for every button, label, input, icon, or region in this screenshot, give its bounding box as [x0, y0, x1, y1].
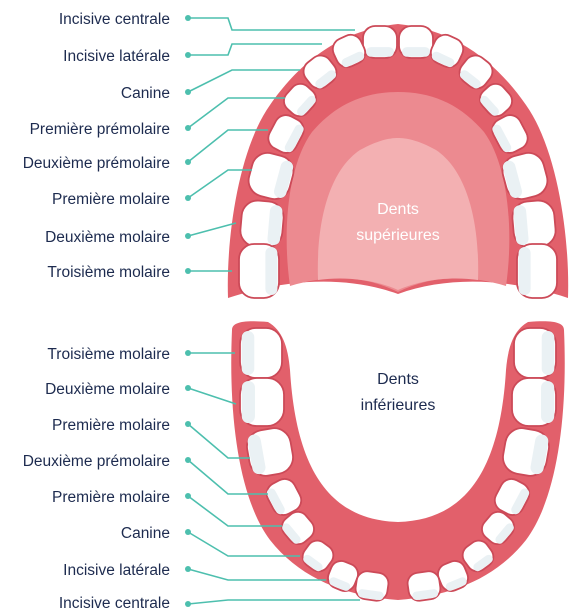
upper-dot-first-premolar — [185, 125, 191, 131]
upper-right-central-incisor-tooth-shade — [402, 47, 430, 57]
lower-label-second-premolar: Deuxième prémolaire — [23, 453, 170, 470]
lower-right-central-incisor-tooth — [514, 328, 556, 378]
lower-label-premolar: Première molaire — [52, 489, 170, 506]
lower-dot-canine — [185, 529, 191, 535]
lower-dot-second-premolar — [185, 457, 191, 463]
lower-leader-second-molar — [188, 388, 236, 404]
lower-left-lateral-incisor-tooth-shade — [242, 381, 255, 423]
upper-right-second-molar-tooth — [511, 199, 557, 248]
lower-dot-first-molar — [185, 421, 191, 427]
upper-left-central-incisor-tooth — [363, 26, 397, 58]
upper-right-third-molar-tooth-shade — [519, 247, 531, 295]
lower-dot-lateral-incisor — [185, 566, 191, 572]
upper-label-first-premolar: Première prémolaire — [30, 121, 170, 138]
lower-right-central-incisor-tooth-shade — [542, 331, 555, 375]
upper-dot-second-premolar — [185, 159, 191, 165]
lower-center-label-line1: Dents — [377, 371, 419, 388]
lower-arch: Dents inférieures — [231, 321, 564, 602]
upper-center-label-line2: supérieures — [356, 227, 440, 244]
lower-label-first-molar: Première molaire — [52, 417, 170, 434]
upper-arch: Dents supérieures — [228, 24, 568, 298]
upper-labels: Incisive centrale Incisive latérale Cani… — [23, 11, 170, 281]
lower-label-lateral-incisor: Incisive latérale — [63, 562, 170, 579]
lower-left-third-molar-tooth — [354, 570, 390, 602]
upper-label-second-premolar: Deuxième prémolaire — [23, 155, 170, 172]
lower-label-central-incisor: Incisive centrale — [59, 595, 170, 612]
upper-dot-lateral-incisor — [185, 52, 191, 58]
lower-left-central-incisor-tooth-shade — [242, 331, 255, 375]
lower-label-third-molar: Troisième molaire — [47, 346, 170, 363]
upper-leader-central-incisor — [188, 18, 355, 30]
upper-dot-canine — [185, 89, 191, 95]
upper-left-second-molar-tooth — [239, 199, 285, 248]
upper-left-third-molar-tooth — [239, 244, 279, 298]
upper-right-third-molar-tooth — [517, 244, 557, 298]
upper-label-third-molar: Troisième molaire — [47, 264, 170, 281]
lower-labels: Troisième molaire Deuxième molaire Premi… — [23, 346, 170, 612]
lower-dot-third-molar — [185, 350, 191, 356]
lower-center-label-line2: inférieures — [361, 397, 436, 414]
upper-dot-central-incisor — [185, 15, 191, 21]
lower-leader-central-incisor — [188, 600, 360, 604]
upper-label-second-molar: Deuxième molaire — [45, 229, 170, 246]
lower-right-lateral-incisor-tooth-shade — [541, 381, 554, 423]
lower-right-lateral-incisor-tooth — [512, 378, 556, 426]
upper-dot-first-molar — [185, 195, 191, 201]
label-dots — [185, 15, 191, 607]
lower-right-third-molar-tooth — [406, 570, 442, 602]
upper-label-lateral-incisor: Incisive latérale — [63, 48, 170, 65]
lower-left-lateral-incisor-tooth — [240, 378, 284, 426]
upper-label-first-molar: Première molaire — [52, 191, 170, 208]
lower-left-central-incisor-tooth — [240, 328, 282, 378]
upper-leader-second-molar — [188, 223, 236, 236]
upper-right-central-incisor-tooth — [399, 26, 433, 58]
upper-dot-second-molar — [185, 233, 191, 239]
upper-left-third-molar-tooth-shade — [265, 247, 277, 295]
lower-dot-central-incisor — [185, 601, 191, 607]
upper-center-label-line1: Dents — [377, 201, 419, 218]
lower-dot-second-molar — [185, 385, 191, 391]
upper-left-central-incisor-tooth-shade — [366, 47, 394, 57]
lower-label-canine: Canine — [121, 525, 170, 542]
upper-leader-lateral-incisor — [188, 44, 322, 55]
lower-dot-premolar — [185, 493, 191, 499]
upper-label-canine: Canine — [121, 85, 170, 102]
upper-label-central-incisor: Incisive centrale — [59, 11, 170, 28]
lower-label-second-molar: Deuxième molaire — [45, 381, 170, 398]
upper-dot-third-molar — [185, 268, 191, 274]
